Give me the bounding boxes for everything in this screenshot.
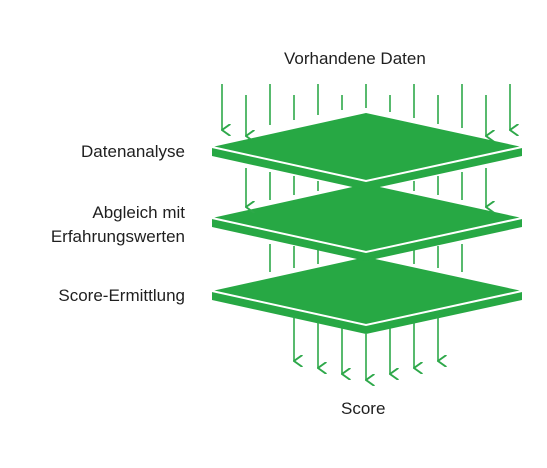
middle-arrows-2 [269,244,463,272]
layer-3-score-ermittlung [211,257,523,334]
top-label: Vorhandene Daten [284,49,426,68]
middle-arrows-1 [246,168,486,207]
layer-label-score-ermittlung: Score-Ermittlung [58,286,185,305]
layer-2-abgleich [211,184,523,261]
output-arrows [294,316,438,380]
layer-label-abgleich-line1: Abgleich mit [92,203,185,222]
bottom-label: Score [341,399,386,418]
input-arrows [222,84,510,136]
layer-1-datenanalyse [211,113,523,190]
layer-label-abgleich-line2: Erfahrungswerten [50,227,185,246]
layer-label-datenanalyse: Datenanalyse [81,142,185,161]
